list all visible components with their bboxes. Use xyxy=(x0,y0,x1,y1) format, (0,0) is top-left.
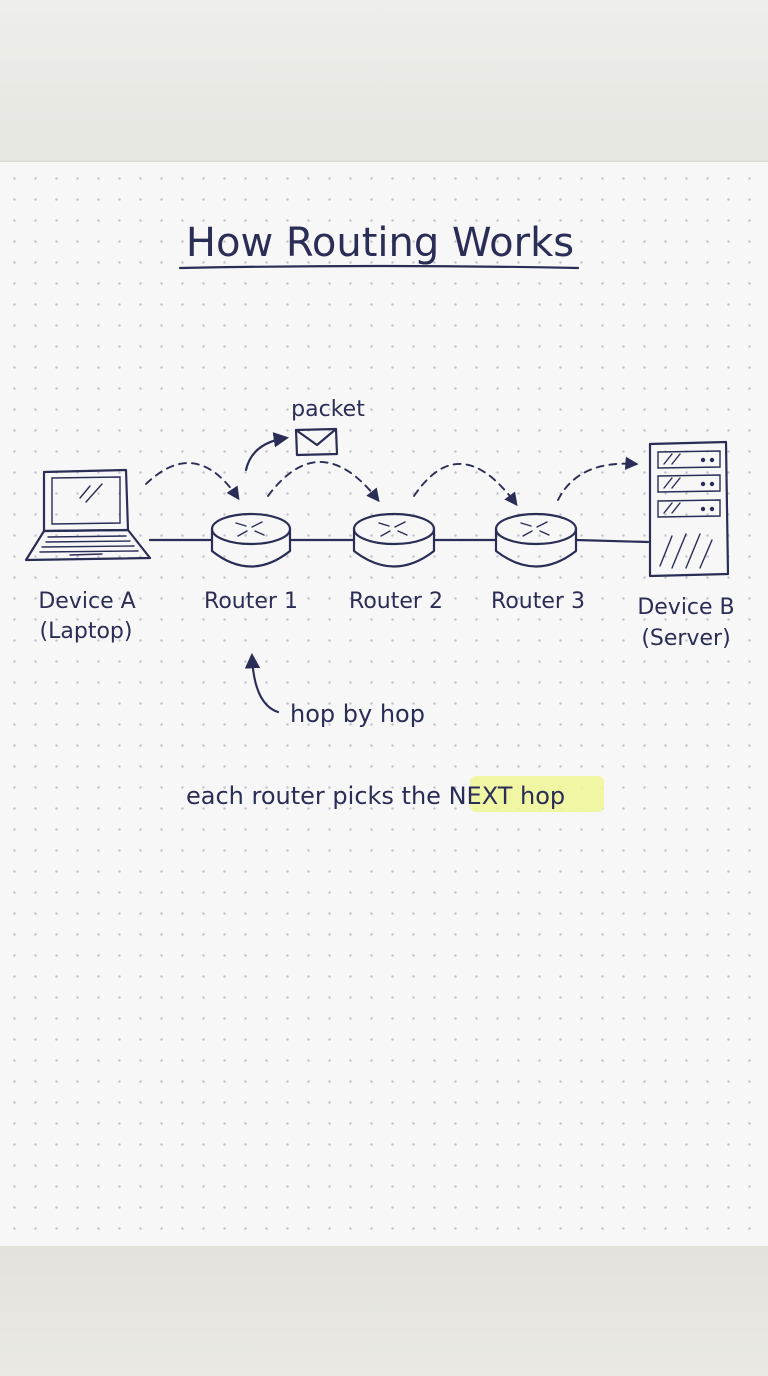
dotted-paper-sheet xyxy=(0,162,768,1246)
device-b-label: Device B xyxy=(637,595,734,620)
router-1-icon xyxy=(210,512,292,568)
router-3-icon xyxy=(494,512,578,568)
packet-envelope-icon xyxy=(294,427,339,457)
hop-arrow-router-1-to-router-2 xyxy=(267,461,380,503)
device-a-label: Device A xyxy=(38,589,135,614)
caption-highlight: NEXT hop xyxy=(449,782,566,810)
packet-arrow xyxy=(244,432,290,472)
hop-arrow-router-3-to-server xyxy=(557,456,639,501)
packet-label: packet xyxy=(291,397,365,422)
router-1-label: Router 1 xyxy=(204,589,298,614)
caption-prefix: each router picks the xyxy=(186,782,441,810)
caption-text: each router picks the NEXT hop xyxy=(186,782,565,810)
device-b-sublabel: (Server) xyxy=(641,626,730,651)
desk-background-bottom xyxy=(0,1246,768,1376)
device-a-sublabel: (Laptop) xyxy=(40,619,133,644)
diagram-title: How Routing Works xyxy=(186,220,574,266)
hop-by-hop-label: hop by hop xyxy=(290,700,425,728)
hop-by-hop-arrow xyxy=(244,652,280,714)
network-link-line xyxy=(148,538,650,544)
router-2-label: Router 2 xyxy=(349,589,443,614)
desk-background-top xyxy=(0,0,768,162)
title-underline xyxy=(178,264,580,270)
router-3-label: Router 3 xyxy=(491,589,585,614)
hop-arrow-laptop-to-router-1 xyxy=(145,462,240,501)
hop-arrow-router-2-to-router-3 xyxy=(413,462,518,507)
next-hop-highlight xyxy=(470,776,604,812)
server-icon xyxy=(648,440,730,578)
laptop-icon xyxy=(24,468,152,562)
router-2-icon xyxy=(352,512,436,568)
